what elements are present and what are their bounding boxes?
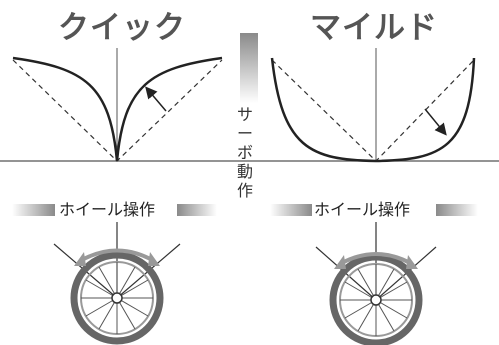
servo-label-char-1: サ bbox=[236, 105, 253, 124]
servo-label-char-2: ー bbox=[236, 124, 253, 143]
servo-label-char-5: 作 bbox=[236, 181, 253, 200]
wheel-operation-label-right: ホイール操作 bbox=[312, 200, 413, 220]
mild-title: マイルド bbox=[310, 10, 438, 46]
quick-graph bbox=[12, 48, 223, 162]
wheel-bar-left-a bbox=[12, 204, 55, 216]
wheel-left-rotation-arrow bbox=[79, 248, 155, 263]
servo-label-char-3: ボ bbox=[236, 143, 253, 162]
wheel-left bbox=[53, 222, 181, 345]
wheel-operation-label-left: ホイール操作 bbox=[57, 200, 158, 220]
mild-curve bbox=[270, 57, 476, 163]
wheel-right bbox=[315, 222, 437, 345]
wheel-bar-right-b bbox=[436, 204, 478, 216]
wheel-right-rotation-arrow bbox=[339, 252, 413, 266]
mild-graph bbox=[270, 48, 476, 163]
wheel-left-tire bbox=[70, 251, 164, 345]
quick-arrow bbox=[145, 86, 167, 112]
servo-label-char-4: 動 bbox=[236, 162, 253, 181]
quick-title: クイック bbox=[58, 10, 186, 46]
servo-motion-label: サ ー ボ 動 作 bbox=[232, 105, 258, 200]
wheel-bar-right-a bbox=[270, 204, 312, 216]
mild-arrow bbox=[424, 108, 447, 136]
quick-curve bbox=[12, 56, 223, 162]
wheel-right-tire bbox=[329, 253, 423, 345]
servo-gradient-bar bbox=[240, 33, 258, 103]
wheel-bar-left-b bbox=[177, 204, 217, 216]
